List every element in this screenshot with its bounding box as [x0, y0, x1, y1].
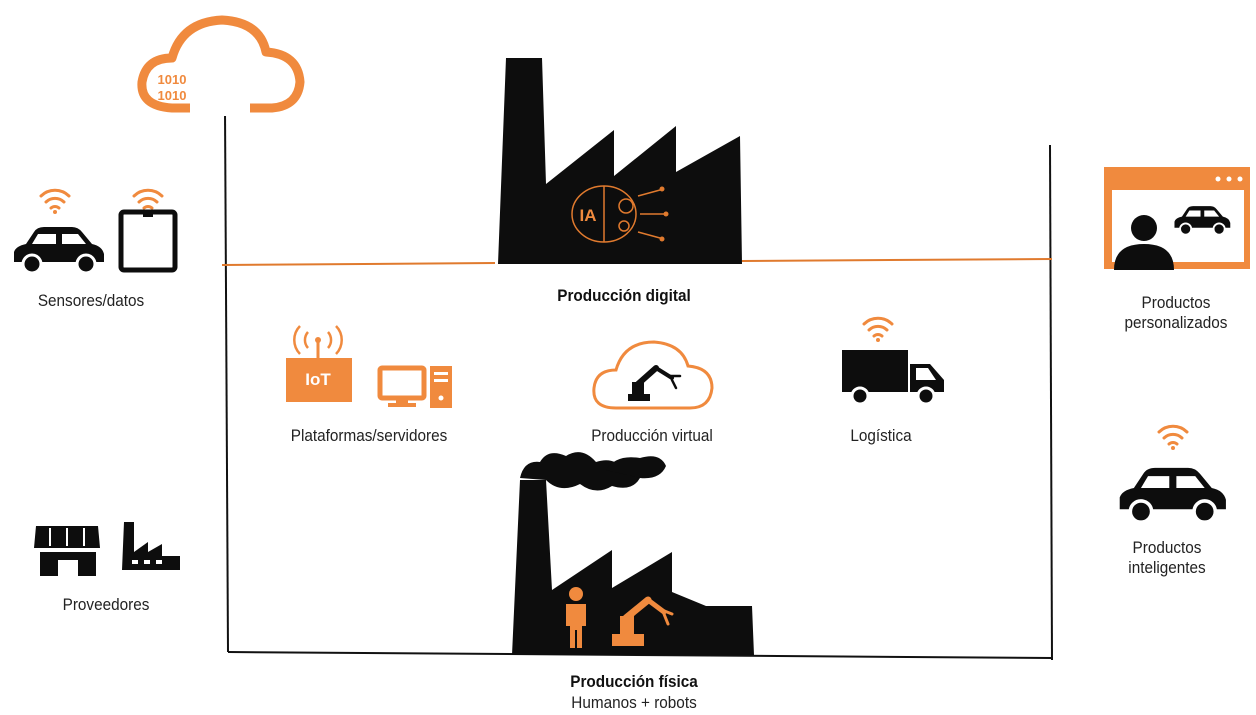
- human-icon: [566, 587, 586, 648]
- iot-antenna-icon: [286, 325, 352, 402]
- suppliers-label: Proveedores: [62, 595, 150, 614]
- custom-products-label-line1: Productos: [1141, 293, 1211, 312]
- cloud-bits-line2: 1010: [157, 88, 187, 103]
- factory-small-icon: [122, 522, 180, 570]
- physical-production-subtitle: Humanos + robots: [571, 693, 697, 712]
- cloud-bits-line1: 1010: [157, 72, 187, 87]
- computer-icon: [377, 365, 452, 408]
- platforms-label: Plataformas/servidores: [290, 426, 448, 445]
- truck-wifi-icon: [842, 316, 944, 406]
- factory-ai-brain-icon: [498, 58, 742, 264]
- ai-badge: IA: [579, 206, 597, 225]
- sensors-label: Sensores/datos: [37, 291, 145, 310]
- cloud-robot-arm-icon: [592, 340, 714, 410]
- car-wifi-icon: [12, 188, 106, 275]
- car-wifi-icon: [1117, 424, 1228, 524]
- tablet-wifi-icon: [118, 188, 178, 273]
- logistics-label: Logística: [850, 426, 912, 445]
- custom-products-label-line2: personalizados: [1124, 313, 1228, 332]
- robot-arm-icon: [612, 596, 674, 646]
- digital-production-title: Producción digital: [557, 286, 691, 305]
- physical-production-title: Producción física: [570, 672, 698, 691]
- iot-badge: IoT: [305, 370, 331, 389]
- virtual-production-label: Producción virtual: [591, 426, 713, 445]
- smart-products-label-line2: inteligentes: [1128, 558, 1206, 577]
- cloud-binary-icon: [137, 15, 305, 116]
- smart-products-label-line1: Productos: [1132, 538, 1202, 557]
- frame-lines: [221, 109, 1053, 661]
- store-icon: [34, 526, 100, 576]
- screen-person-car-icon: [1104, 167, 1250, 270]
